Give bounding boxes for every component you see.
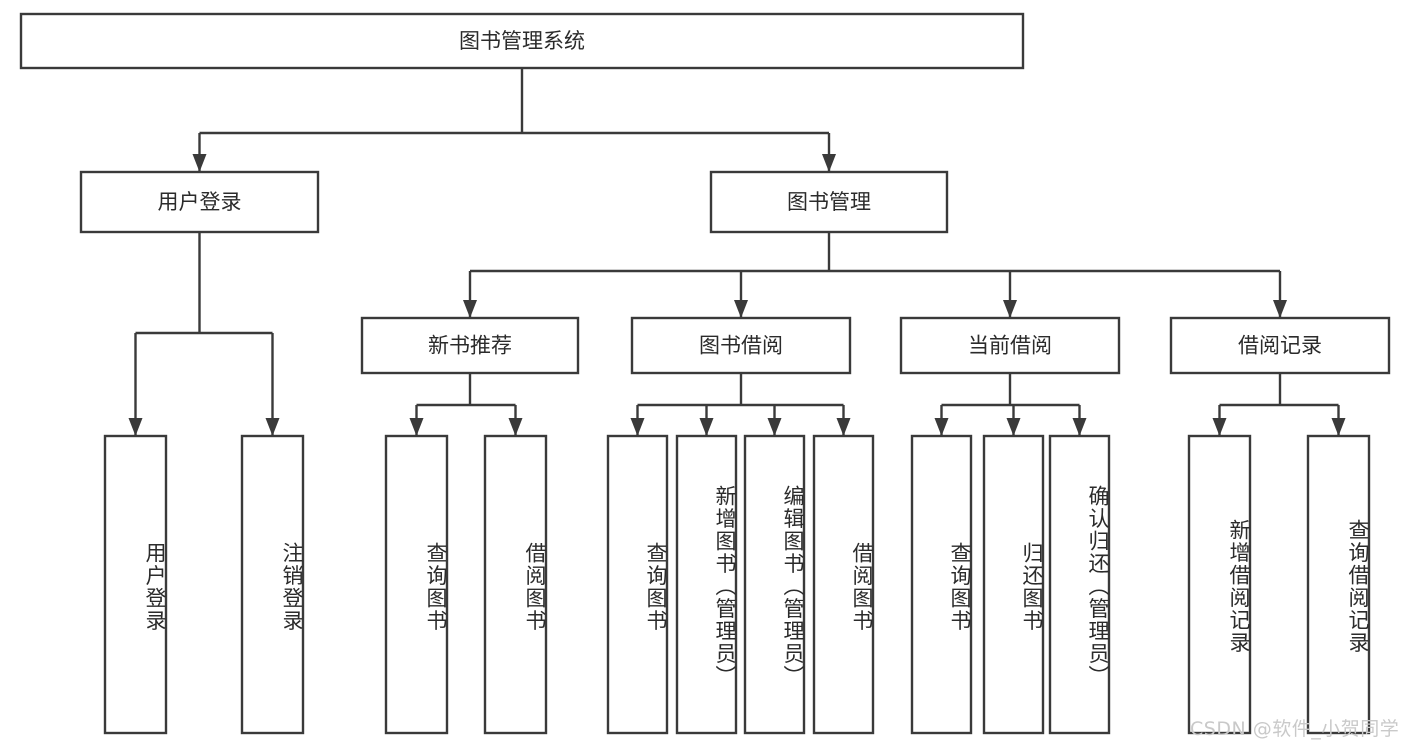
node-label-book-management: 图书管理 bbox=[787, 190, 871, 214]
node-label-book-borrow: 图书借阅 bbox=[699, 334, 783, 358]
arrow-head-bookmgmt-3 bbox=[1273, 300, 1287, 318]
node-box-leaf-user-login[interactable] bbox=[103, 434, 168, 735]
node-box-leaf-add-book-admin[interactable] bbox=[675, 434, 738, 735]
node-box-book-borrow[interactable] bbox=[630, 316, 852, 375]
node-label-user-login: 用户登录 bbox=[158, 190, 242, 214]
arrow-head-root-1 bbox=[822, 154, 836, 172]
node-label-borrow-record: 借阅记录 bbox=[1238, 334, 1322, 358]
arrow-head-bookmgmt-2 bbox=[1003, 300, 1017, 318]
arrow-head-bookmgmt-1 bbox=[734, 300, 748, 318]
node-box-leaf-edit-book-admin[interactable] bbox=[743, 434, 806, 735]
node-box-leaf-query-books-recommend[interactable] bbox=[384, 434, 449, 735]
csdn-watermark: CSDN @软件_小贺同学 bbox=[1190, 718, 1400, 740]
arrow-head-current-borrow-2 bbox=[1072, 418, 1087, 436]
node-label-root: 图书管理系统 bbox=[459, 29, 585, 53]
node-box-leaf-query-books-current[interactable] bbox=[910, 434, 973, 735]
arrow-head-borrow-record-0 bbox=[1212, 418, 1227, 436]
node-box-current-borrow[interactable] bbox=[899, 316, 1121, 375]
node-box-leaf-borrow-books-recommend[interactable] bbox=[483, 434, 548, 735]
arrow-head-userlogin-0 bbox=[128, 418, 143, 436]
node-box-leaf-borrow-book[interactable] bbox=[812, 434, 875, 735]
node-box-book-management[interactable] bbox=[709, 170, 949, 234]
node-box-leaf-query-books-borrow[interactable] bbox=[606, 434, 669, 735]
node-box-leaf-return-book[interactable] bbox=[982, 434, 1045, 735]
arrow-head-new-book-recommend-1 bbox=[508, 418, 523, 436]
arrow-head-new-book-recommend-0 bbox=[409, 418, 424, 436]
arrow-head-current-borrow-0 bbox=[934, 418, 949, 436]
node-box-borrow-record[interactable] bbox=[1169, 316, 1391, 375]
arrow-head-root-0 bbox=[192, 154, 207, 172]
node-box-user-login[interactable] bbox=[79, 170, 320, 234]
node-box-leaf-add-borrow-record[interactable] bbox=[1187, 434, 1252, 735]
arrow-head-bookmgmt-0 bbox=[463, 300, 477, 318]
arrow-head-book-borrow-0 bbox=[630, 418, 645, 436]
arrow-head-userlogin-1 bbox=[265, 418, 280, 436]
arrow-head-book-borrow-2 bbox=[767, 418, 782, 436]
node-box-leaf-confirm-return-admin[interactable] bbox=[1048, 434, 1111, 735]
connectors-layer bbox=[128, 68, 1346, 436]
node-label-new-book-recommend: 新书推荐 bbox=[428, 334, 512, 358]
arrow-head-book-borrow-3 bbox=[836, 418, 851, 436]
node-box-root[interactable] bbox=[19, 12, 1025, 70]
node-box-leaf-query-borrow-record[interactable] bbox=[1306, 434, 1371, 735]
arrow-head-current-borrow-1 bbox=[1006, 418, 1021, 436]
arrow-head-book-borrow-1 bbox=[699, 418, 714, 436]
node-box-leaf-logout-login[interactable] bbox=[240, 434, 305, 735]
node-label-current-borrow: 当前借阅 bbox=[968, 334, 1052, 358]
arrow-head-borrow-record-1 bbox=[1331, 418, 1346, 436]
node-box-new-book-recommend[interactable] bbox=[360, 316, 580, 375]
